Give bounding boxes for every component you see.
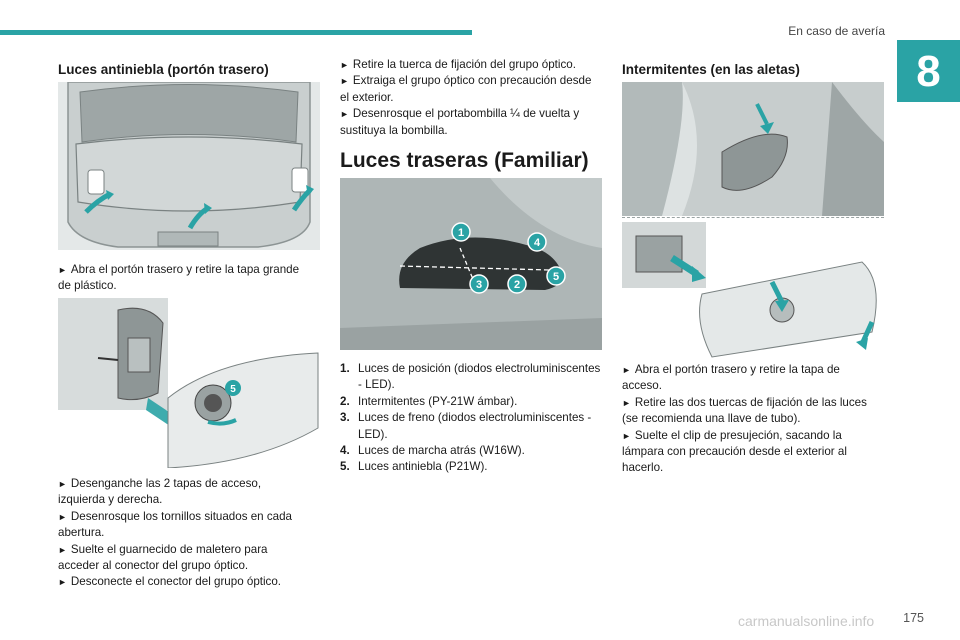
- indicator-removal-figure: [622, 222, 884, 358]
- access-cover-figure: 5: [58, 298, 320, 468]
- list-item: 3.Luces de freno (diodos electroluminisc…: [340, 411, 592, 441]
- fog-step-2: ►Desenganche las 2 tapas de acceso, izqu…: [58, 477, 292, 589]
- bullet-arrow-icon: ►: [58, 544, 67, 555]
- bullet-arrow-icon: ►: [58, 577, 67, 588]
- tailgate-illustration: [58, 82, 320, 250]
- rear-lights-heading: Luces traseras (Familiar): [340, 149, 589, 172]
- bullet-arrow-icon: ►: [58, 479, 67, 489]
- rear-lights-illustration: 1 4 5 3 2: [340, 178, 602, 350]
- bullet-arrow-icon: ►: [340, 76, 349, 87]
- fog-step-1: ►Abra el portón trasero y retire la tapa…: [58, 263, 300, 293]
- rear-lights-legend: 1.Luces de posición (diodos electrolumin…: [340, 361, 606, 476]
- access-cover-illustration: 5: [58, 298, 319, 468]
- chapter-number: 8: [916, 47, 941, 96]
- section-title: En caso de avería: [788, 24, 885, 38]
- fog-lights-heading: Luces antiniebla (portón trasero): [58, 62, 269, 77]
- watermark: carmanualsonline.info: [738, 613, 875, 629]
- indicators-heading: Intermitentes (en las aletas): [622, 62, 800, 77]
- bullet-arrow-icon: ►: [622, 430, 631, 441]
- wing-indicator-illustration: [622, 82, 884, 216]
- bullet-arrow-icon: ►: [58, 511, 67, 522]
- bullet-arrow-icon: ►: [622, 365, 631, 375]
- list-item: 4.Luces de marcha atrás (W16W).: [340, 444, 525, 458]
- header-accent-bar: [0, 30, 472, 35]
- bullet-arrow-icon: ►: [340, 60, 349, 70]
- chapter-tab: [897, 40, 960, 102]
- tailgate-figure: [58, 82, 320, 250]
- bullet-arrow-icon: ►: [58, 265, 67, 275]
- page-number: 175: [903, 611, 924, 625]
- indicator-steps: ►Abra el portón trasero y retire la tapa…: [622, 363, 867, 475]
- svg-text:1: 1: [458, 227, 464, 239]
- svg-text:5: 5: [553, 271, 559, 283]
- list-item: 5.Luces antiniebla (P21W).: [340, 460, 488, 474]
- indicator-removal-illustration: [622, 222, 877, 358]
- bullet-arrow-icon: ►: [340, 109, 349, 120]
- fog-step-3: ►Retire la tuerca de fijación del grupo …: [340, 58, 592, 137]
- figure-divider: [622, 217, 884, 218]
- svg-text:4: 4: [534, 237, 541, 249]
- bullet-arrow-icon: ►: [622, 397, 631, 408]
- list-item: 2.Intermitentes (PY-21W ámbar).: [340, 394, 518, 408]
- svg-text:2: 2: [514, 279, 520, 291]
- rear-lights-figure: 1 4 5 3 2: [340, 178, 602, 350]
- wing-indicator-figure: [622, 82, 884, 216]
- svg-text:5: 5: [230, 384, 236, 395]
- svg-text:3: 3: [476, 279, 482, 291]
- list-item: 1.Luces de posición (diodos electrolumin…: [340, 362, 601, 392]
